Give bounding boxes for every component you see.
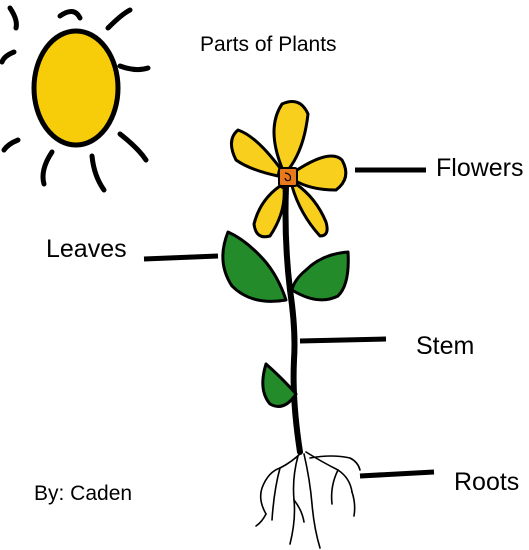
- stem-label: Stem: [416, 334, 474, 359]
- leaves-pointer-line: [144, 256, 218, 259]
- stem-pointer-line: [300, 339, 386, 341]
- diagram-title: Parts of Plants: [200, 34, 337, 55]
- sun-ray: [43, 152, 52, 184]
- root-strand: [294, 500, 304, 522]
- petal: [274, 102, 308, 170]
- author-credit: By: Caden: [34, 483, 132, 504]
- root-strand: [261, 452, 302, 514]
- root-strand: [352, 492, 355, 516]
- sun-ray: [4, 140, 18, 150]
- root-strand: [256, 514, 266, 526]
- root-strand: [304, 454, 320, 548]
- roots-pointer-line: [360, 472, 434, 476]
- roots-label: Roots: [454, 470, 519, 495]
- upper-left-leaf: [223, 232, 286, 301]
- sun-ray: [120, 66, 148, 70]
- pointer-lines: [144, 170, 434, 476]
- petal: [254, 186, 284, 237]
- flowers-label: Flowers: [436, 156, 524, 181]
- sun-ray: [92, 156, 104, 190]
- sun-ray: [108, 10, 130, 28]
- sun-ray: [120, 134, 146, 160]
- petal: [292, 184, 327, 236]
- petal: [294, 156, 346, 190]
- stem-icon: [286, 186, 301, 452]
- roots-icon: [256, 452, 360, 548]
- flower-icon: [231, 102, 345, 237]
- sun-ray: [2, 52, 14, 62]
- sun-body: [34, 31, 118, 145]
- sun-icon: [2, 8, 148, 190]
- upper-right-leaf: [292, 252, 348, 300]
- flower-center: [279, 168, 297, 186]
- leaves-label: Leaves: [46, 237, 127, 262]
- root-strand: [272, 468, 280, 520]
- sun-ray: [10, 8, 16, 28]
- sun-ray: [60, 11, 80, 18]
- root-strand: [332, 470, 338, 504]
